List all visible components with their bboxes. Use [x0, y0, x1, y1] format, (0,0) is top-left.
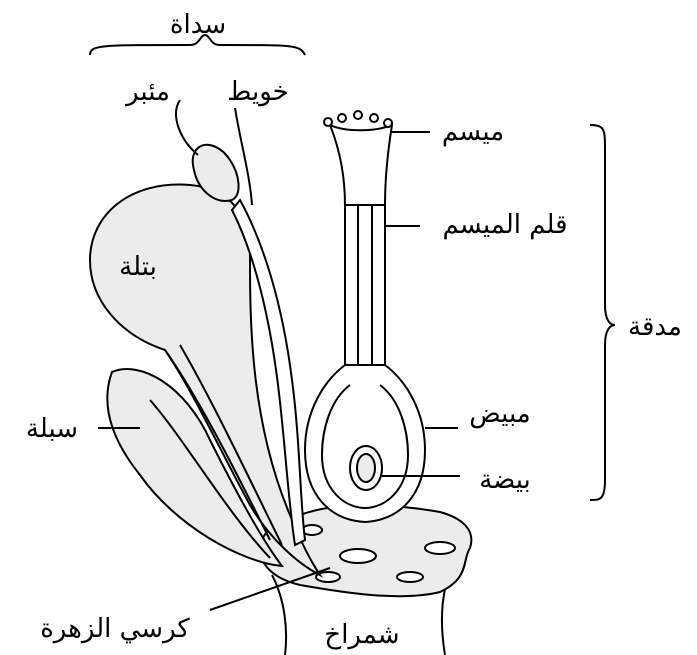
- stigma-lobe: [384, 119, 392, 127]
- anther-leader: [176, 100, 198, 155]
- stamen-label: سداة: [170, 10, 226, 40]
- ovule-core: [357, 454, 375, 482]
- receptacle-label: كرسي الزهرة: [40, 614, 190, 644]
- stigma-label: ميسم: [442, 117, 504, 147]
- filament-label: خويط: [227, 77, 288, 107]
- receptacle-cell: [425, 542, 455, 554]
- pedicel-label: شمراخ: [324, 620, 399, 650]
- pistil-label: مدقة: [628, 312, 682, 342]
- receptacle-cell: [397, 572, 423, 582]
- stigma-lobe: [354, 111, 362, 119]
- sepal-label: سبلة: [26, 414, 78, 444]
- anther-label: مئبر: [124, 77, 170, 107]
- ovule-label: بيضة: [479, 465, 531, 495]
- receptacle-leader: [210, 568, 330, 610]
- stigma-shape: [330, 125, 392, 205]
- stigma-lobe: [370, 114, 378, 122]
- style-label: قلم الميسم: [442, 210, 567, 240]
- petal-label: بتلة: [119, 252, 157, 282]
- stigma-lobe: [324, 118, 332, 126]
- stigma-lobe: [338, 114, 346, 122]
- ovary-label: مبيض: [469, 399, 530, 429]
- pistil-brace: [590, 125, 615, 500]
- receptacle-cell: [340, 549, 376, 563]
- style-shape: [345, 194, 385, 365]
